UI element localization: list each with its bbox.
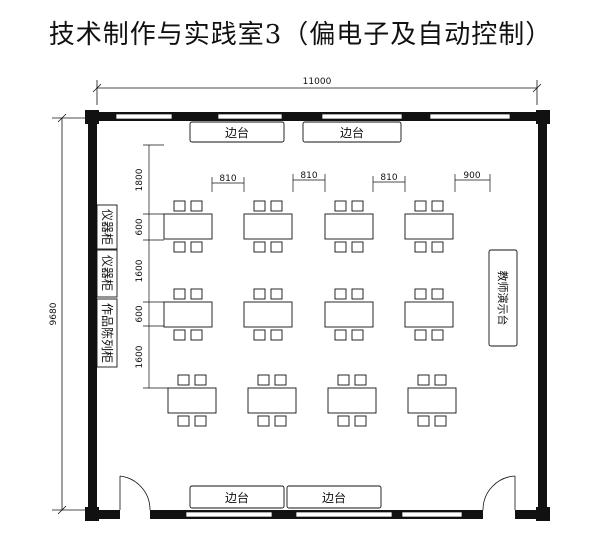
- stool: [274, 415, 287, 427]
- counter-bottom-left: 边台: [225, 490, 249, 505]
- stool: [337, 415, 350, 427]
- dim-gap-4: 900: [463, 171, 480, 181]
- stool: [173, 288, 186, 300]
- student-desk: [324, 301, 374, 328]
- dim-desk-depth-2: 600: [135, 305, 145, 322]
- student-desk: [407, 387, 457, 414]
- dim-gap-1: 810: [219, 174, 236, 184]
- stool: [274, 374, 287, 386]
- stool: [173, 200, 186, 212]
- stool: [414, 200, 427, 212]
- dim-aisle-front: 1800: [135, 168, 145, 191]
- student-desk: [243, 301, 293, 328]
- dim-gap-3: 810: [380, 173, 397, 183]
- stool: [334, 329, 347, 341]
- stool: [253, 241, 266, 253]
- dimension-chain-vertical: [143, 144, 168, 389]
- left-cabinets: [96, 204, 118, 368]
- stool: [351, 241, 364, 253]
- stool: [190, 200, 203, 212]
- door-left: [119, 475, 151, 511]
- dim-row-gap-2: 1600: [135, 345, 145, 368]
- student-desks: [163, 200, 457, 427]
- stool: [177, 374, 190, 386]
- stool: [354, 415, 367, 427]
- stool: [417, 374, 430, 386]
- stool: [194, 415, 207, 427]
- stool: [414, 241, 427, 253]
- stool: [190, 241, 203, 253]
- stool: [270, 329, 283, 341]
- counter-bottom-right: 边台: [322, 490, 346, 505]
- stool: [351, 288, 364, 300]
- teacher-desk: [488, 249, 518, 347]
- stool: [270, 200, 283, 212]
- stool: [173, 329, 186, 341]
- stool: [354, 374, 367, 386]
- student-desk: [324, 213, 374, 240]
- student-desk: [243, 213, 293, 240]
- stool: [253, 288, 266, 300]
- stool: [270, 288, 283, 300]
- windows-top: [115, 113, 511, 120]
- instrument-cabinet-2: 仪器柜: [100, 255, 114, 291]
- stool: [434, 415, 447, 427]
- student-desk: [327, 387, 377, 414]
- windows-bottom: [185, 511, 463, 518]
- counter-top-left: 边台: [225, 125, 249, 140]
- stool: [414, 329, 427, 341]
- stool: [351, 200, 364, 212]
- dim-desk-depth-1: 600: [135, 218, 145, 235]
- student-desk: [247, 387, 297, 414]
- student-desk: [404, 213, 454, 240]
- instrument-cabinet-1: 仪器柜: [100, 209, 114, 245]
- stool: [431, 329, 444, 341]
- dimension-total-width: [92, 80, 542, 105]
- stool: [257, 415, 270, 427]
- stool: [177, 415, 190, 427]
- side-counters: [189, 121, 402, 509]
- stool: [351, 329, 364, 341]
- student-desk: [163, 213, 213, 240]
- dim-row-gap-1: 1600: [135, 259, 145, 282]
- stool: [431, 200, 444, 212]
- stool: [334, 288, 347, 300]
- stool: [337, 374, 350, 386]
- stool: [414, 288, 427, 300]
- page-title: 技术制作与实践室3（偏电子及自动控制）: [48, 20, 553, 50]
- stool: [270, 241, 283, 253]
- dimension-gaps-horizontal: [211, 174, 491, 192]
- stool: [431, 241, 444, 253]
- total-height-label: 9680: [49, 302, 59, 325]
- student-desk: [404, 301, 454, 328]
- stool: [434, 374, 447, 386]
- stool: [334, 241, 347, 253]
- stool: [194, 374, 207, 386]
- stool: [431, 288, 444, 300]
- total-width-label: 11000: [303, 77, 332, 87]
- student-desk: [163, 301, 213, 328]
- counter-top-right: 边台: [340, 125, 364, 140]
- display-cabinet: 作品陈列柜: [100, 303, 115, 363]
- stool: [417, 415, 430, 427]
- stool: [334, 200, 347, 212]
- stool: [190, 329, 203, 341]
- stool: [173, 241, 186, 253]
- stool: [257, 374, 270, 386]
- student-desk: [167, 387, 217, 414]
- dim-gap-2: 810: [300, 171, 317, 181]
- stool: [253, 200, 266, 212]
- door-right: [482, 475, 516, 511]
- stool: [190, 288, 203, 300]
- teacher-desk-label: 教师演示台: [496, 271, 510, 326]
- stool: [253, 329, 266, 341]
